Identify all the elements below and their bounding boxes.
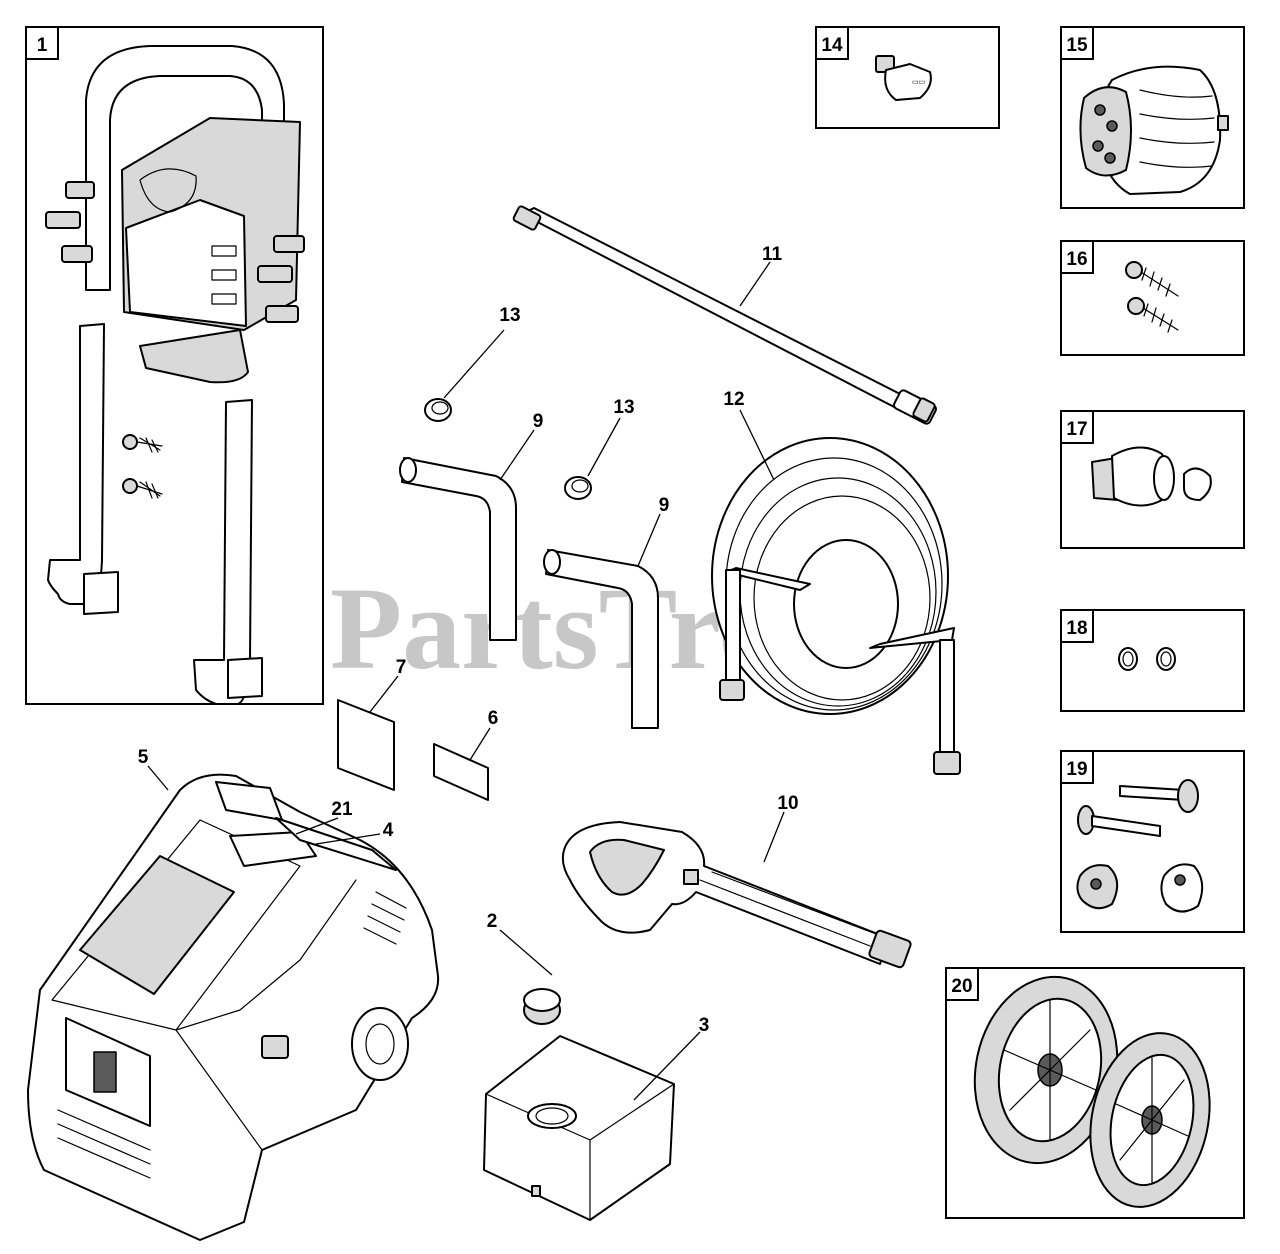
part-box-1-label-frame (25, 26, 59, 60)
screw-icon (122, 478, 163, 499)
part-3-tank[interactable] (483, 1035, 675, 1221)
part-box-14[interactable]: 14 ▭▭ (815, 26, 1000, 129)
callout-13-lower: 13 (613, 397, 634, 418)
part-box-20[interactable]: 20 (945, 964, 1245, 1219)
part-7-label[interactable] (337, 699, 395, 791)
wheel-icon (1089, 1032, 1211, 1208)
part-box-19-number: 19 (1066, 759, 1087, 780)
part-box-15[interactable]: 15 (1060, 26, 1245, 209)
part-2-plug[interactable] (523, 988, 561, 1025)
part-box-18-number: 18 (1066, 618, 1087, 639)
part-box-16-number: 16 (1066, 249, 1087, 270)
part-box-15-label-frame (1060, 26, 1094, 60)
pump-illustration (1079, 65, 1229, 195)
callout-6: 6 (488, 708, 499, 729)
part-9-tube[interactable] (399, 457, 517, 641)
part-box-20-number: 20 (951, 976, 972, 997)
part-11-lance[interactable] (512, 205, 938, 425)
svg-text:▭▭: ▭▭ (912, 79, 925, 86)
part-12-hose[interactable] (711, 437, 961, 775)
part-box-20-label-frame (945, 967, 979, 1001)
callout-10: 10 (777, 793, 798, 814)
screw-icon (1127, 297, 1179, 333)
part-box-14-number: 14 (821, 35, 843, 56)
wheel-icon (973, 975, 1119, 1165)
part-box-17-label-frame (1060, 410, 1094, 444)
nozzle-tip-illustration: ▭▭ (875, 55, 932, 101)
part-box-18-label-frame (1060, 609, 1094, 643)
part-6-label[interactable] (433, 743, 489, 801)
callout-7: 7 (396, 657, 407, 678)
callout-2: 2 (487, 911, 498, 932)
part-box-17-number: 17 (1066, 419, 1087, 440)
hose-connector-illustration (1091, 446, 1212, 507)
handle-assembly-illustration (45, 45, 305, 705)
callout-4: 4 (383, 820, 394, 841)
screw-icon (1125, 261, 1179, 297)
knob-icon (1160, 863, 1204, 913)
callout-5: 5 (138, 747, 149, 768)
part-13-cap[interactable] (424, 398, 452, 422)
main-housing[interactable] (27, 773, 440, 1241)
part-box-16-label-frame (1060, 240, 1094, 274)
part-box-18[interactable]: 18 (1060, 609, 1245, 712)
callout-9-upper: 9 (533, 411, 544, 432)
screw-icon (122, 434, 163, 453)
callout-11: 11 (762, 244, 783, 265)
callout-3: 3 (699, 1015, 710, 1036)
knob-icon (1076, 864, 1119, 910)
part-box-1-number: 1 (37, 35, 48, 56)
part-box-14-label-frame (815, 26, 849, 60)
callout-9-lower: 9 (659, 495, 670, 516)
part-13-cap[interactable] (564, 476, 592, 500)
part-10-spray-gun[interactable] (561, 821, 912, 969)
part-4-cover[interactable] (275, 817, 397, 871)
part-9-tube[interactable] (543, 549, 659, 729)
callout-21: 21 (331, 799, 353, 820)
leader-lines (147, 261, 785, 1101)
part-box-19-label-frame (1060, 750, 1094, 784)
o-ring-icon (1156, 647, 1176, 671)
part-box-1[interactable]: 1 (25, 26, 324, 705)
carriage-bolt-icon (1077, 805, 1161, 837)
part-box-16[interactable]: 16 (1060, 240, 1245, 356)
o-ring-icon (1118, 647, 1138, 671)
part-21-decal[interactable] (229, 831, 317, 867)
callout-12: 12 (723, 389, 744, 410)
carriage-bolt-icon (1119, 779, 1199, 813)
callout-13-upper: 13 (499, 305, 520, 326)
part-box-19[interactable]: 19 (1060, 750, 1245, 933)
part-box-15-number: 15 (1066, 35, 1088, 56)
callout-labels: 2 3 4 5 6 7 9 9 10 11 12 13 13 21 (138, 244, 799, 1036)
part-box-17[interactable]: 17 (1060, 410, 1245, 549)
